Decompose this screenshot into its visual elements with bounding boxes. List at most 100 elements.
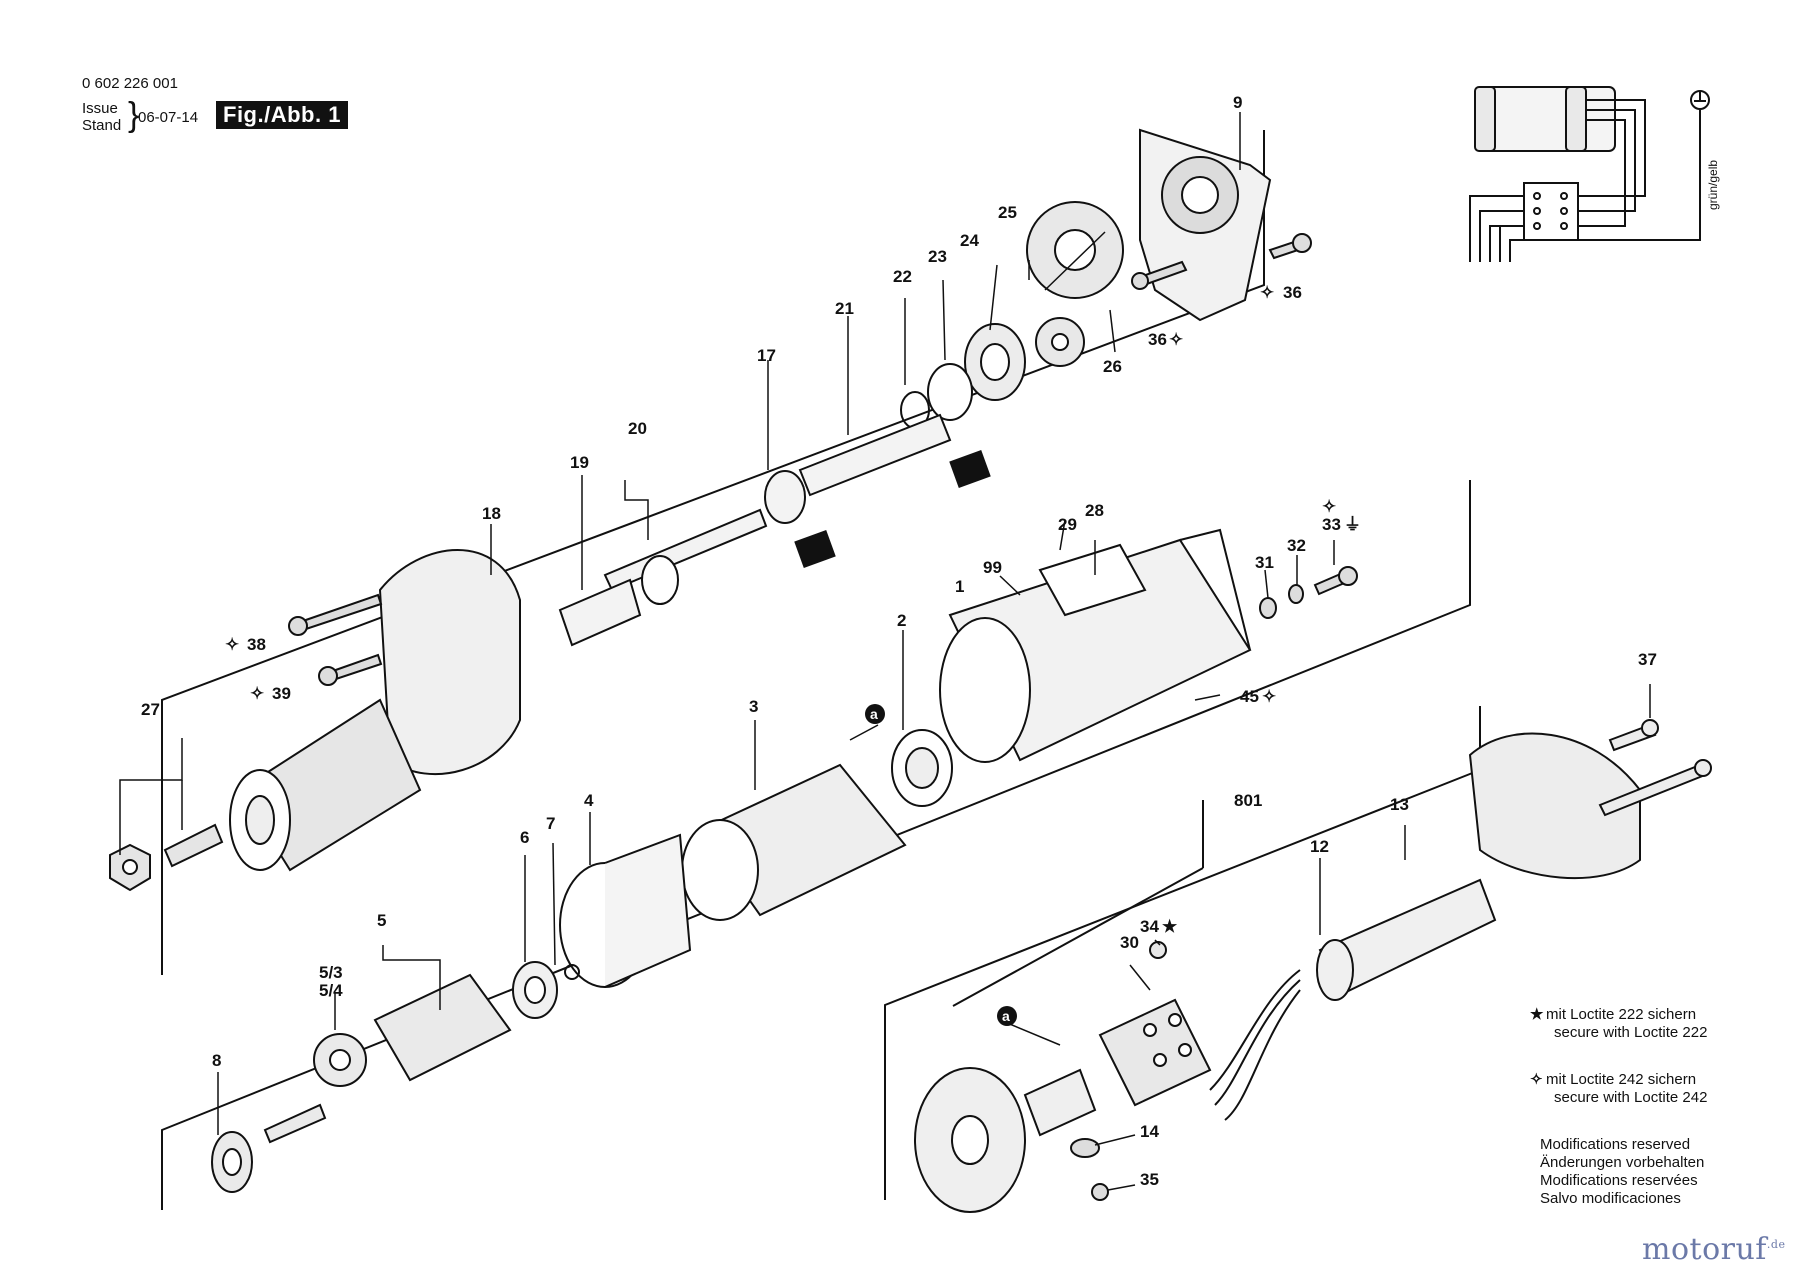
callout-38: 38 bbox=[247, 635, 266, 654]
connection-markers: a a bbox=[865, 704, 1017, 1026]
note-modifications: Modifications reserved Änderungen vorbeh… bbox=[1540, 1136, 1704, 1208]
note-mods-line2: Änderungen vorbehalten bbox=[1540, 1154, 1705, 1171]
callout-6: 6 bbox=[520, 828, 529, 847]
callout-32: 32 bbox=[1287, 536, 1306, 555]
bearing-part-23-24 bbox=[900, 323, 1026, 429]
collet-nut-part-27 bbox=[109, 823, 224, 892]
callout-3: 3 bbox=[749, 697, 758, 716]
document-number: 0 602 226 001 bbox=[82, 75, 178, 92]
connection-a-top: a bbox=[870, 706, 878, 722]
brace-glyph: } bbox=[128, 96, 140, 134]
callout-26: 26 bbox=[1103, 357, 1122, 376]
note-loctite-242: ✧mit Loctite 242 sichern secure with Loc… bbox=[1530, 1071, 1707, 1107]
gear-part-26 bbox=[1026, 201, 1124, 367]
callout-30: 30 bbox=[1120, 933, 1139, 952]
issue-label-de: Stand bbox=[82, 117, 122, 134]
tool-icon-23 bbox=[949, 450, 991, 488]
ground-marker-33: ⏚ bbox=[1344, 515, 1361, 534]
callout-5-3: 5/3 bbox=[319, 963, 343, 982]
terminal-block-parts-30-34 bbox=[1098, 941, 1212, 1107]
callout-4: 4 bbox=[584, 791, 594, 810]
callout-39: 39 bbox=[272, 684, 291, 703]
callout-17: 17 bbox=[757, 346, 776, 365]
callout-23: 23 bbox=[928, 247, 947, 266]
note-mods-line4: Salvo modificaciones bbox=[1540, 1190, 1681, 1207]
brush-holder-part-801 bbox=[914, 1067, 1097, 1213]
callout-2: 2 bbox=[897, 611, 906, 630]
callout-9: 9 bbox=[1233, 93, 1242, 112]
callout-37: 37 bbox=[1638, 650, 1657, 669]
callout-29: 29 bbox=[1058, 515, 1077, 534]
note-mods-line1: Modifications reserved bbox=[1540, 1136, 1691, 1153]
callout-801: 801 bbox=[1234, 791, 1262, 810]
callout-45: 45 bbox=[1240, 687, 1259, 706]
callout-36-right: 36 bbox=[1283, 283, 1302, 302]
callout-34: 34 bbox=[1140, 917, 1159, 936]
note-loctite-222: ★mit Loctite 222 sichern secure with Loc… bbox=[1530, 1006, 1707, 1042]
note-loctite-222-de: mit Loctite 222 sichern bbox=[1546, 1006, 1697, 1023]
issue-label: Issue Stand bbox=[82, 100, 121, 134]
callout-7: 7 bbox=[546, 814, 555, 833]
callout-21: 21 bbox=[835, 299, 854, 318]
spindle-part-21 bbox=[558, 413, 952, 647]
issue-label-en: Issue bbox=[82, 100, 118, 117]
ground-screw-parts-31-33 bbox=[1259, 566, 1358, 619]
star-symbol: ★ bbox=[1530, 1006, 1544, 1023]
callout-27: 27 bbox=[141, 700, 160, 719]
figure-label: Fig./Abb. 1 bbox=[216, 101, 348, 129]
callout-19: 19 bbox=[570, 453, 589, 472]
end-cap-part-37 bbox=[1468, 719, 1712, 880]
wiring-terminal-block bbox=[1523, 182, 1579, 241]
cable-part-12-13 bbox=[1209, 878, 1497, 1121]
diamond-marker-38: ✧ bbox=[225, 635, 239, 654]
connection-a-bottom-badge bbox=[997, 1006, 1017, 1026]
connection-a-top-badge bbox=[865, 704, 885, 724]
callout-31: 31 bbox=[1255, 553, 1274, 572]
callout-5: 5 bbox=[377, 911, 386, 930]
note-loctite-222-en: secure with Loctite 222 bbox=[1554, 1024, 1708, 1041]
tool-icon-17 bbox=[794, 530, 836, 568]
watermark-logo: motoruf.de bbox=[1642, 1232, 1785, 1267]
motor-housing-part-1 bbox=[939, 528, 1252, 763]
callout-8: 8 bbox=[212, 1051, 221, 1070]
diamond-marker-36-left: ✧ bbox=[1169, 330, 1183, 349]
frame-801 bbox=[884, 706, 1481, 1200]
clamp-part-14-35 bbox=[1070, 1138, 1109, 1201]
label-plate-part-28 bbox=[1038, 543, 1147, 617]
connection-a-bottom: a bbox=[1002, 1008, 1010, 1024]
screw-part-36 bbox=[1131, 233, 1312, 290]
wiring-diagram bbox=[1469, 86, 1710, 262]
note-loctite-242-de: mit Loctite 242 sichern bbox=[1546, 1071, 1697, 1088]
field-part-3 bbox=[681, 729, 953, 921]
gear-housing-part-18 bbox=[229, 549, 521, 872]
note-mods-line3: Modifications reservées bbox=[1540, 1172, 1698, 1189]
callout-28: 28 bbox=[1085, 501, 1104, 520]
star-marker-34: ★ bbox=[1162, 917, 1178, 936]
callout-20: 20 bbox=[628, 419, 647, 438]
diamond-marker-33: ✧ bbox=[1322, 497, 1336, 516]
tool-symbols bbox=[794, 450, 991, 568]
callout-99: 99 bbox=[983, 558, 1002, 577]
callout-35: 35 bbox=[1140, 1170, 1159, 1189]
callout-36-left: 36 bbox=[1148, 330, 1167, 349]
watermark-text: motoruf bbox=[1642, 1232, 1767, 1267]
callout-25: 25 bbox=[998, 203, 1017, 222]
loctite-markers: ✧ ✧ ✧ ✧ ✧ ✧ ★ ⏚ bbox=[225, 283, 1361, 936]
callout-33: 33 bbox=[1322, 515, 1341, 534]
callout-1: 1 bbox=[955, 577, 964, 596]
callout-12: 12 bbox=[1310, 837, 1329, 856]
armature-part-5 bbox=[211, 973, 512, 1193]
callout-labels: 9 25 26 24 23 22 21 17 20 19 18 36 36 38… bbox=[141, 93, 1657, 1189]
diamond-marker-45: ✧ bbox=[1262, 687, 1276, 706]
diamond-marker-36-right: ✧ bbox=[1260, 283, 1274, 302]
callout-5-4: 5/4 bbox=[319, 981, 343, 1000]
callout-13: 13 bbox=[1390, 795, 1409, 814]
wire-color-label: grün/gelb bbox=[1706, 160, 1720, 210]
callout-18: 18 bbox=[482, 504, 501, 523]
watermark-suffix: .de bbox=[1766, 1238, 1786, 1251]
callout-24: 24 bbox=[960, 231, 979, 250]
diamond-marker-39: ✧ bbox=[250, 684, 264, 703]
bearing-part-6-4 bbox=[512, 833, 692, 1019]
leader-lines bbox=[119, 112, 1651, 1191]
